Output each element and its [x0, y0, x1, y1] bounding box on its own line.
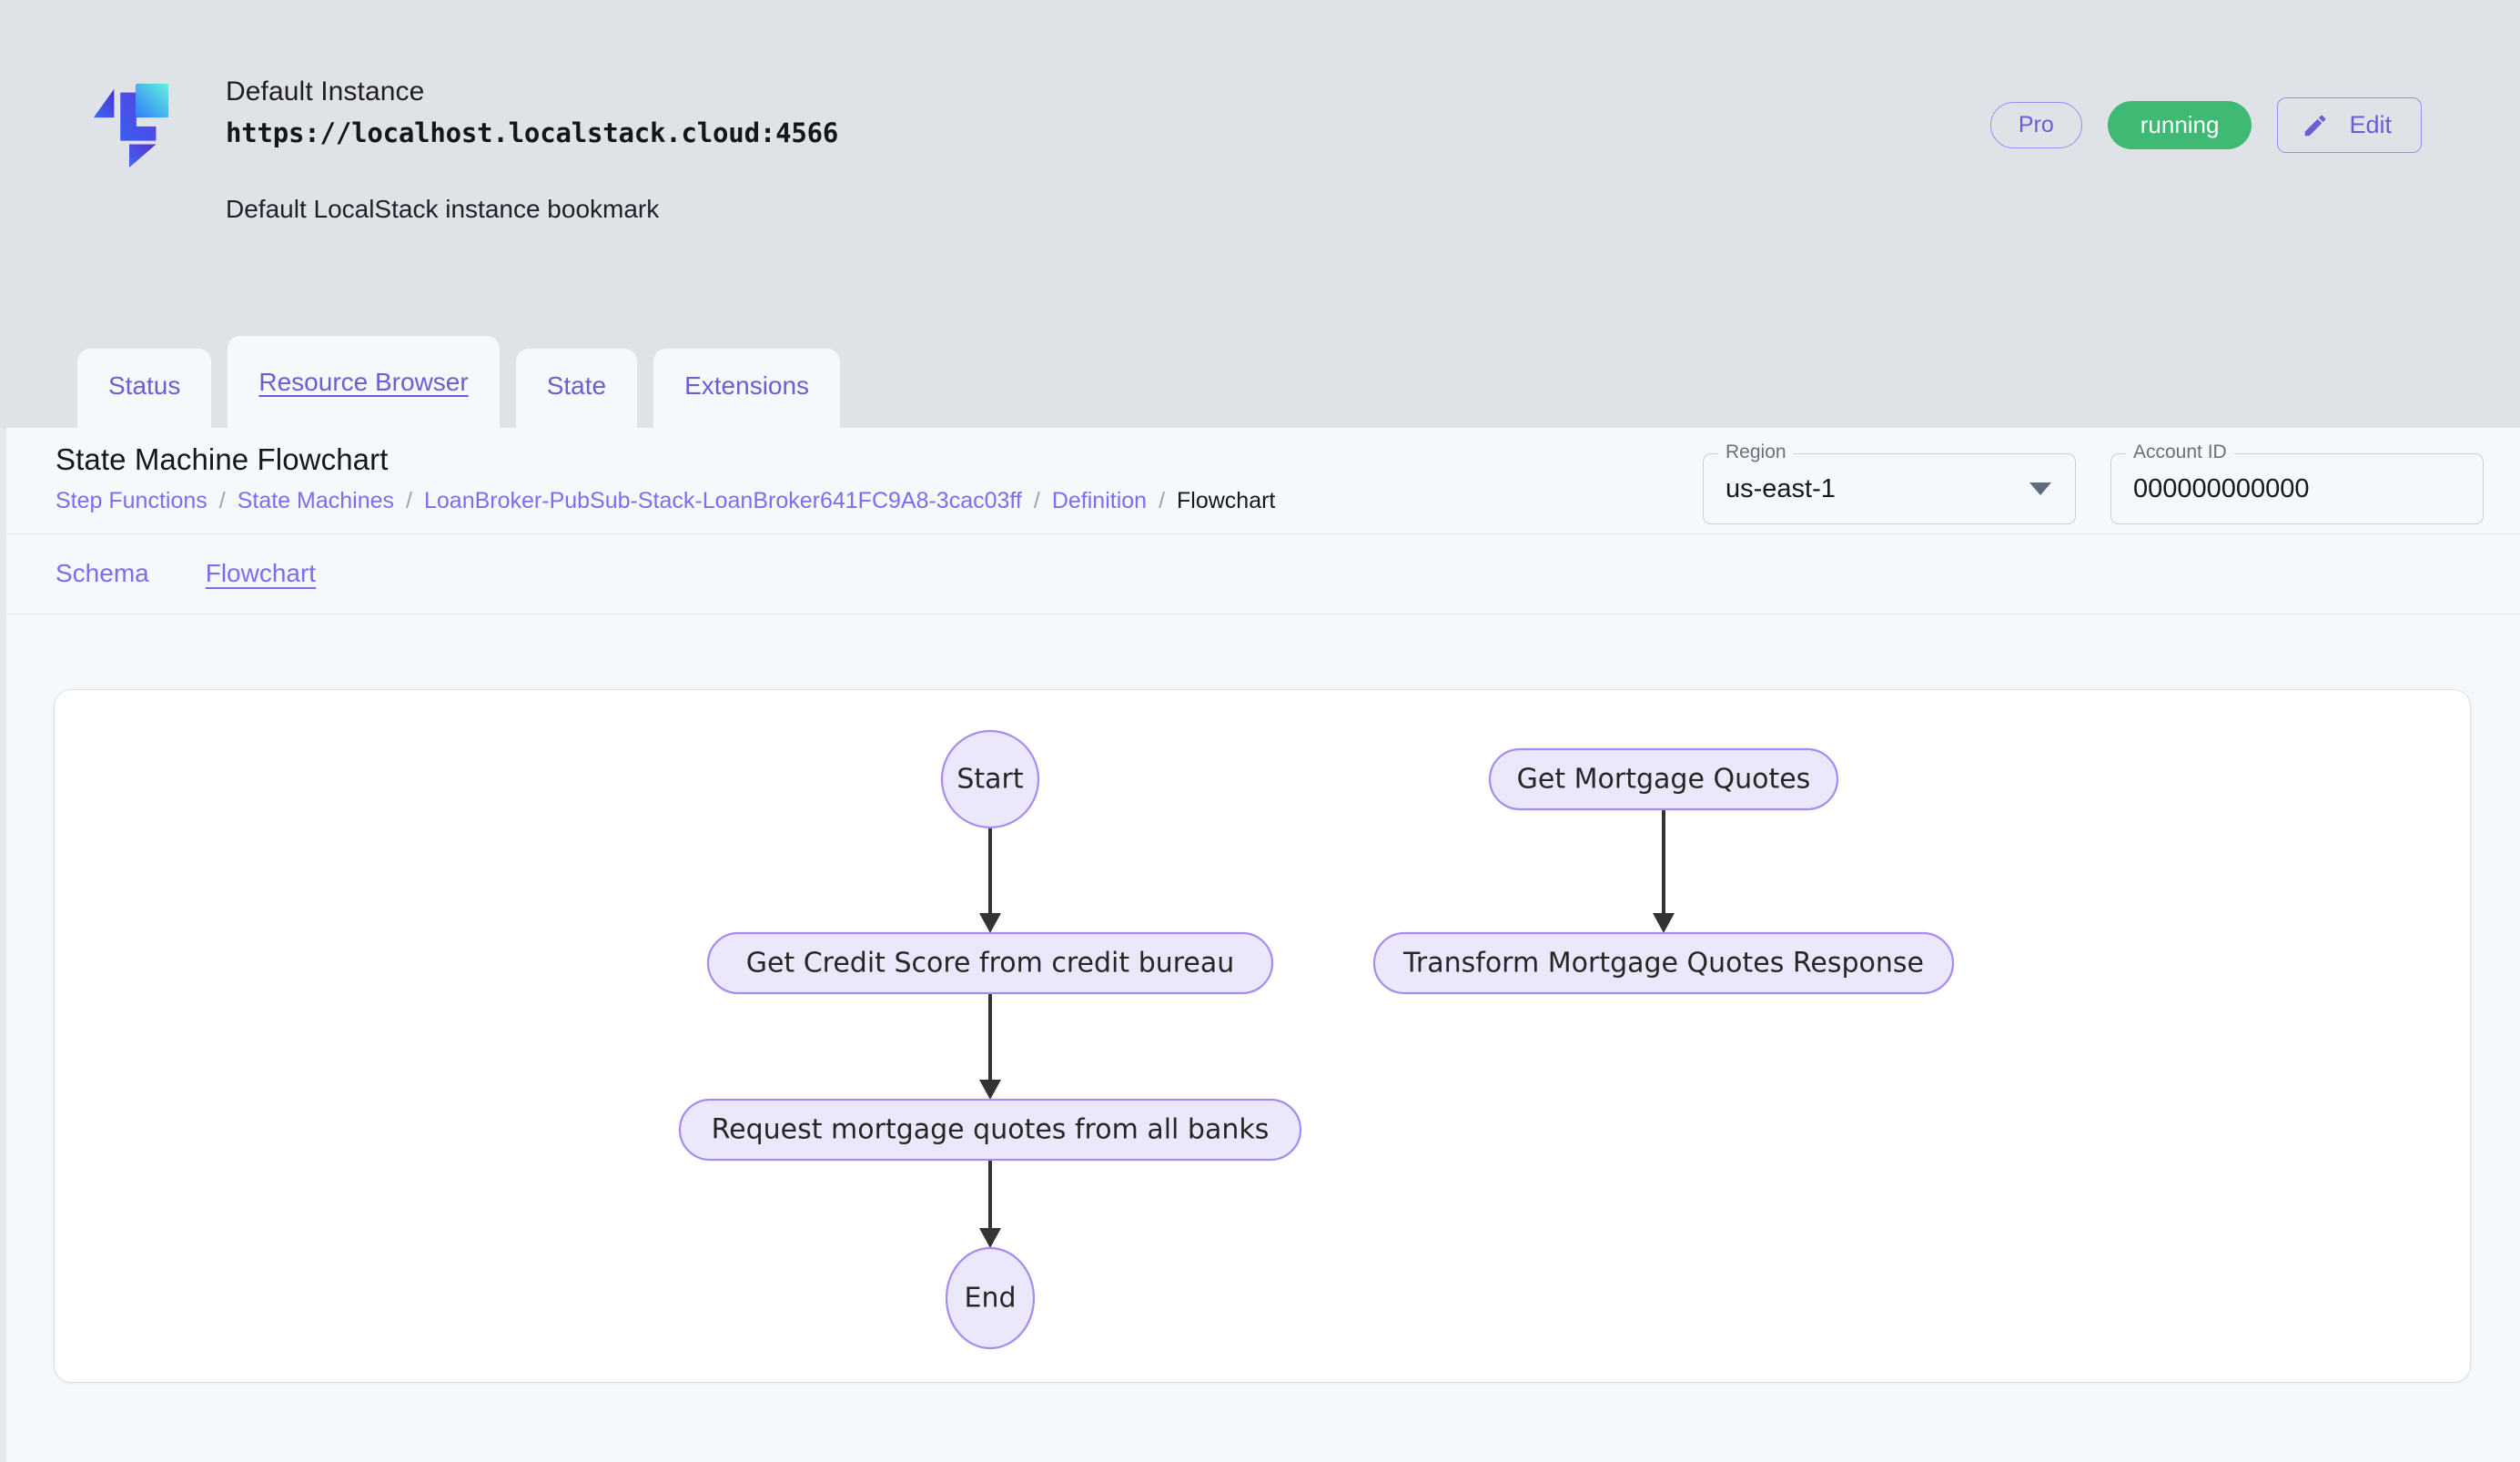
breadcrumb-item-flowchart: Flowchart — [1177, 488, 1276, 513]
breadcrumb-item-state-machines[interactable]: State Machines — [237, 488, 395, 513]
account-id-value: 000000000000 — [2133, 473, 2310, 503]
flowchart-node-shape — [706, 931, 1274, 995]
region-value: us-east-1 — [1726, 473, 1836, 503]
flowchart-node-shape — [940, 729, 1040, 829]
flowchart-node-transform_quotes[interactable]: Transform Mortgage Quotes Response — [1372, 931, 1955, 995]
breadcrumb-item-step-functions[interactable]: Step Functions — [56, 488, 207, 513]
flowchart-node-start[interactable]: Start — [940, 729, 1040, 829]
account-id-label: Account ID — [2126, 442, 2234, 462]
definition-subtabs: Schema Flowchart — [6, 534, 2520, 614]
resource-browser-content: State Machine Flowchart Step Functions /… — [0, 428, 2520, 1462]
flowchart-edge-arrowhead — [979, 913, 1001, 933]
region-select[interactable]: Region us-east-1 — [1703, 442, 2076, 524]
instance-summary: Default Instance https://localhost.local… — [86, 73, 838, 224]
breadcrumb-item-definition[interactable]: Definition — [1051, 488, 1148, 513]
flowchart-node-label: End — [964, 1283, 1016, 1315]
pencil-icon — [2302, 112, 2329, 139]
region-label: Region — [1718, 442, 1794, 462]
scope-fields: Region us-east-1 Account ID 000000000000 — [1703, 442, 2484, 524]
pro-badge[interactable]: Pro — [1989, 102, 2082, 148]
edit-button-label: Edit — [2349, 111, 2392, 138]
flowchart-node-shape — [1372, 931, 1955, 995]
tab-extensions[interactable]: Extensions — [653, 349, 841, 428]
subtab-schema[interactable]: Schema — [56, 559, 149, 588]
localstack-logo-icon — [86, 78, 176, 168]
account-id-input[interactable]: Account ID 000000000000 — [2110, 442, 2484, 524]
tab-status-label: Status — [108, 371, 181, 401]
flowchart-node-label: Get Credit Score from credit bureau — [746, 948, 1235, 980]
flowchart-edge-arrowhead — [979, 1228, 1001, 1248]
flowchart-node-get_quotes[interactable]: Get Mortgage Quotes — [1488, 747, 1839, 811]
instance-url: https://localhost.localstack.cloud:4566 — [226, 117, 839, 148]
page-title: State Machine Flowchart — [56, 442, 389, 476]
flowchart-edge-arrowhead — [979, 1080, 1001, 1100]
flowchart-node-label: Start — [956, 764, 1024, 796]
instance-header: Default Instance https://localhost.local… — [0, 0, 2520, 428]
page-titlebar: State Machine Flowchart Step Functions /… — [6, 428, 2520, 534]
tab-extensions-label: Extensions — [684, 371, 810, 401]
flowchart-node-label: Transform Mortgage Quotes Response — [1402, 948, 1924, 980]
edit-button[interactable]: Edit — [2277, 97, 2422, 154]
flowchart-node-label: Get Mortgage Quotes — [1517, 764, 1811, 796]
subtab-flowchart[interactable]: Flowchart — [205, 559, 317, 588]
main-tabs: Status Resource Browser State Extensions — [77, 336, 841, 428]
header-actions: Pro running Edit — [1989, 97, 2422, 154]
tab-status[interactable]: Status — [77, 349, 212, 428]
flowchart-node-shape — [1488, 747, 1839, 811]
flowchart-node-end[interactable]: End — [945, 1246, 1036, 1350]
tab-resource-browser[interactable]: Resource Browser — [228, 336, 500, 428]
tab-state-label: State — [546, 371, 607, 401]
flowchart-node-shape — [678, 1098, 1302, 1162]
tab-resource-browser-label: Resource Browser — [258, 368, 469, 397]
breadcrumb-separator: / — [218, 488, 226, 513]
flowchart-node-label: Request mortgage quotes from all banks — [712, 1114, 1270, 1146]
status-badge[interactable]: running — [2107, 100, 2252, 150]
breadcrumb-separator: / — [1159, 488, 1166, 513]
flowchart-node-credit[interactable]: Get Credit Score from credit bureau — [706, 931, 1274, 995]
breadcrumb-separator: / — [1033, 488, 1040, 513]
instance-name: Default Instance — [226, 76, 425, 107]
breadcrumb: Step Functions / State Machines / LoanBr… — [56, 488, 1275, 514]
chevron-down-icon — [2029, 482, 2051, 495]
tab-state[interactable]: State — [515, 349, 638, 428]
instance-description: Default LocalStack instance bookmark — [226, 194, 660, 223]
breadcrumb-item-state-machine-name[interactable]: LoanBroker-PubSub-Stack-LoanBroker641FC9… — [424, 488, 1022, 513]
flowchart-node-request[interactable]: Request mortgage quotes from all banks — [678, 1098, 1302, 1162]
breadcrumb-separator: / — [406, 488, 412, 513]
flowchart-node-shape — [945, 1246, 1036, 1350]
flowchart-edge-arrowhead — [1653, 913, 1675, 933]
